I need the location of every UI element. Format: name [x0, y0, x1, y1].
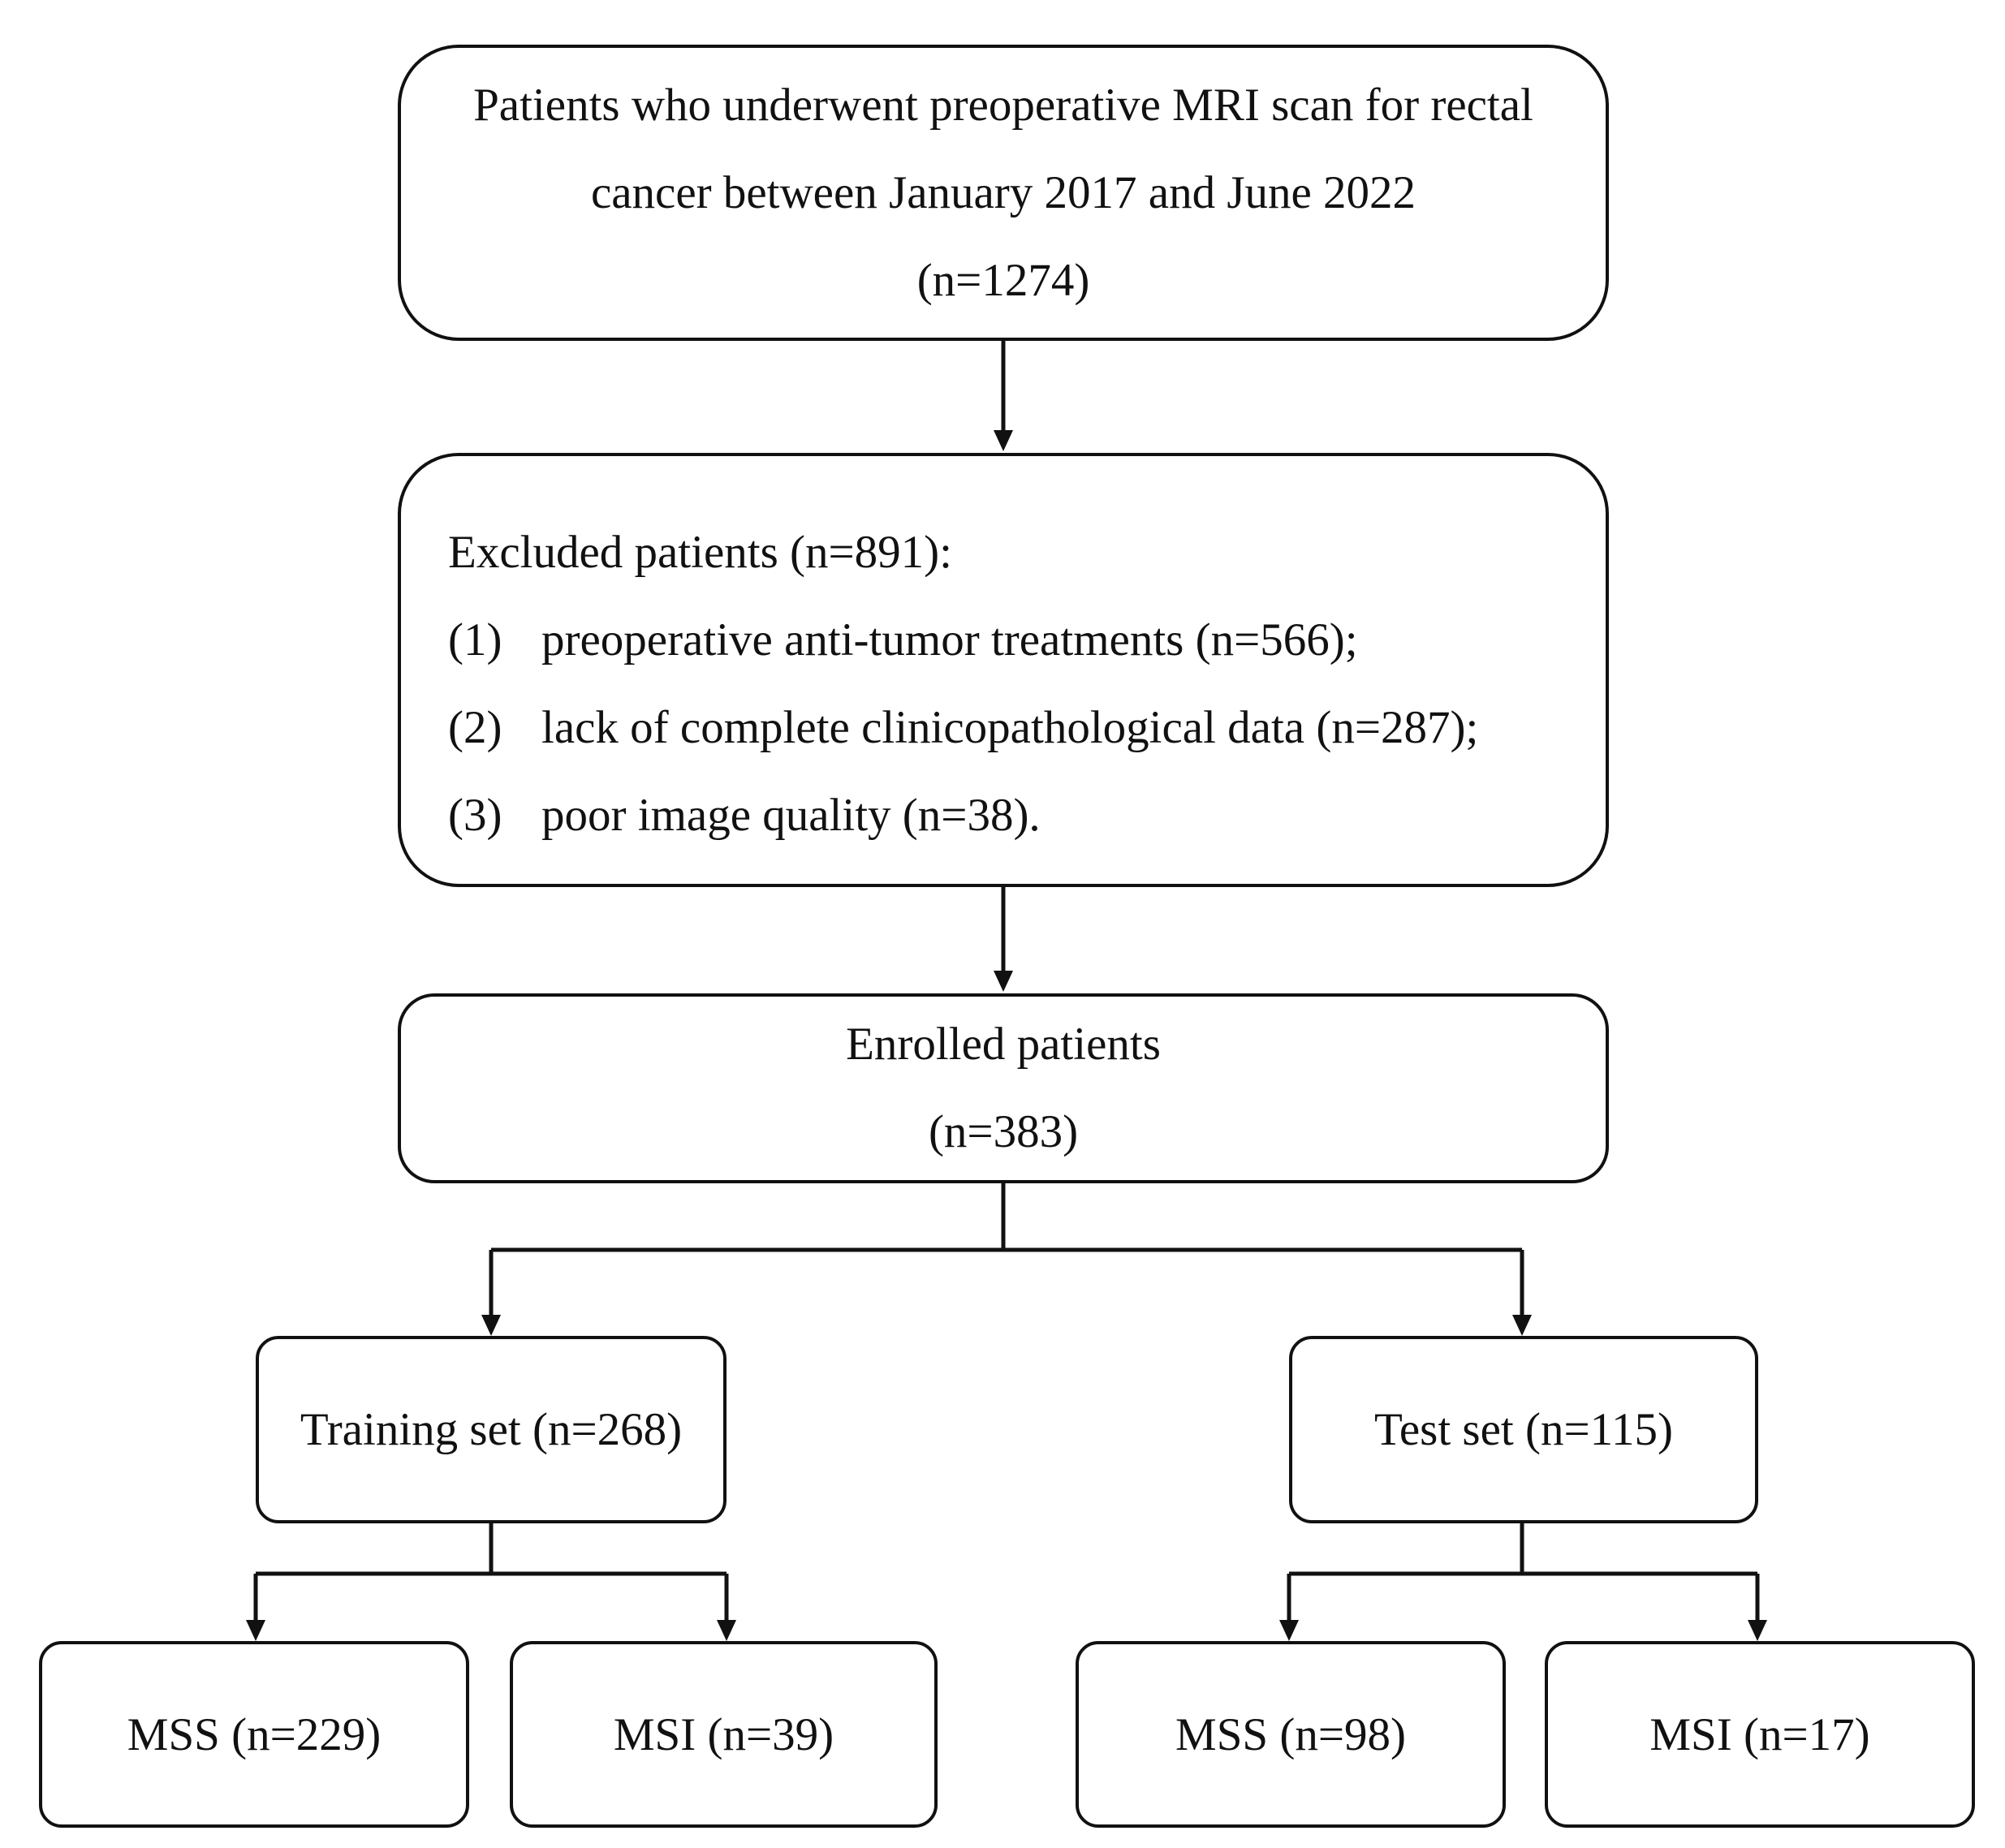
- excluded-item: (1) preoperative anti-tumor treatments (…: [448, 597, 1478, 684]
- source-line-1: Patients who underwent preoperative MRI …: [473, 79, 1533, 131]
- arrowhead-test-msi: [1748, 1620, 1767, 1641]
- test-set-label: Test set (n=115): [1374, 1404, 1673, 1455]
- excluded-node: Excluded patients (n=891): (1) preoperat…: [398, 453, 1609, 887]
- test-msi-label: MSI (n=17): [1649, 1708, 1870, 1760]
- excluded-item-number: (2): [448, 702, 502, 753]
- arrowhead-enrolled: [994, 971, 1013, 992]
- arrowhead-training-msi: [717, 1620, 736, 1641]
- excluded-item-text: lack of complete clinicopathological dat…: [541, 702, 1479, 753]
- training-msi-label: MSI (n=39): [613, 1708, 834, 1760]
- excluded-item-number: (3): [448, 790, 502, 841]
- training-set-node: Training set (n=268): [256, 1336, 727, 1523]
- source-line-2: cancer between January 2017 and June 202…: [590, 166, 1416, 218]
- arrowhead-excluded: [994, 430, 1013, 451]
- enrolled-line-1: Enrolled patients: [846, 1019, 1161, 1070]
- training-mss-node: MSS (n=229): [39, 1641, 469, 1828]
- training-set-label: Training set (n=268): [300, 1404, 683, 1455]
- test-mss-label: MSS (n=98): [1175, 1708, 1406, 1760]
- arrowhead-training-mss: [246, 1620, 265, 1641]
- source-node: Patients who underwent preoperative MRI …: [398, 45, 1609, 341]
- arrowhead-test: [1512, 1315, 1532, 1336]
- excluded-item-text: preoperative anti-tumor treatments (n=56…: [541, 614, 1358, 666]
- training-mss-label: MSS (n=229): [127, 1708, 382, 1760]
- arrowhead-training: [481, 1315, 501, 1336]
- source-line-3: (n=1274): [916, 254, 1090, 306]
- enrolled-node: Enrolled patients (n=383): [398, 993, 1609, 1183]
- edge-training-split: [253, 1523, 729, 1622]
- training-msi-node: MSI (n=39): [510, 1641, 938, 1828]
- test-set-node: Test set (n=115): [1289, 1336, 1758, 1523]
- arrowhead-test-mss: [1279, 1620, 1299, 1641]
- excluded-heading: Excluded patients (n=891):: [448, 527, 952, 578]
- excluded-item-number: (1): [448, 614, 502, 666]
- excluded-item: (2) lack of complete clinicopathological…: [448, 684, 1478, 772]
- test-msi-node: MSI (n=17): [1545, 1641, 1975, 1828]
- test-mss-node: MSS (n=98): [1076, 1641, 1506, 1828]
- edge-test-split: [1287, 1523, 1760, 1622]
- edge-enrolled-split: [489, 1183, 1524, 1316]
- enrolled-line-2: (n=383): [928, 1106, 1079, 1157]
- excluded-item: (3) poor image quality (n=38).: [448, 772, 1478, 859]
- excluded-item-text: poor image quality (n=38).: [541, 790, 1041, 841]
